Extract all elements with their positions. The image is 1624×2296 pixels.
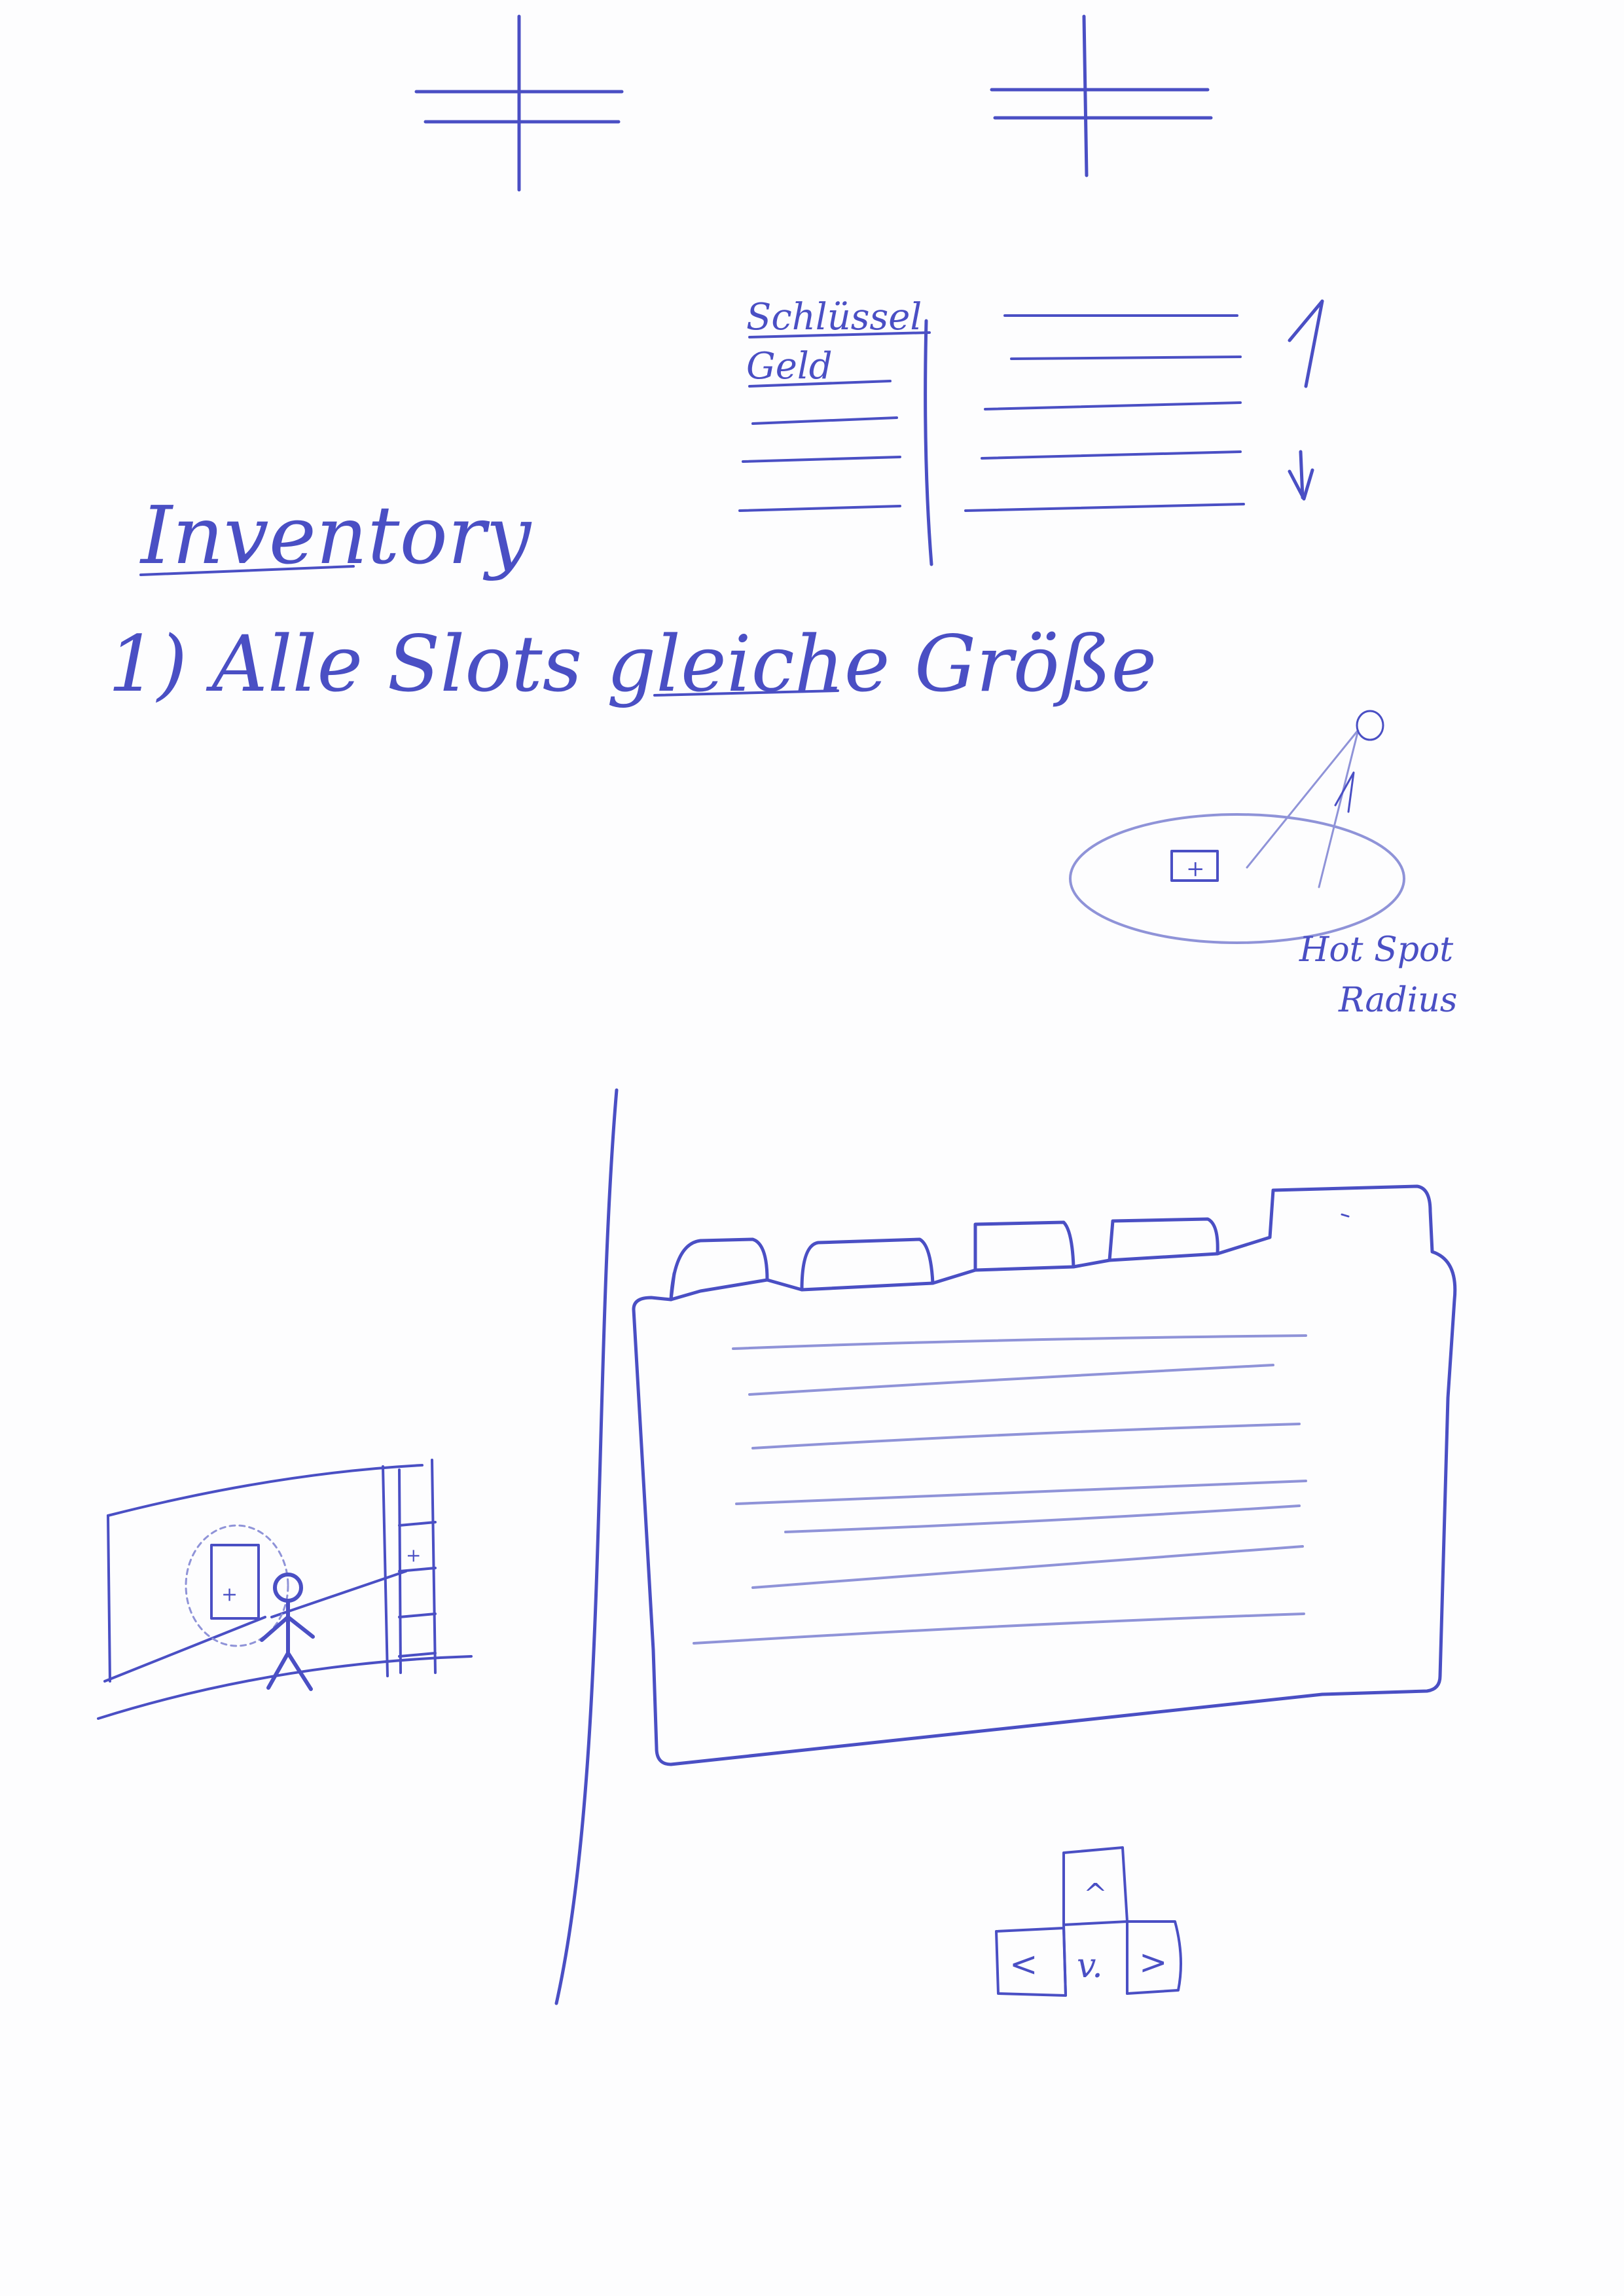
slot-size-note: 1) Alle Slots gleiche Größe <box>108 619 1157 709</box>
key-right[interactable] <box>1126 1920 1182 1995</box>
inventory-window-sketch <box>632 1184 1457 1766</box>
hotspot-target-box[interactable] <box>1170 850 1219 882</box>
tab-1[interactable] <box>669 1237 769 1302</box>
list-divider <box>924 319 933 566</box>
scroll-down-icon[interactable] <box>1288 450 1314 501</box>
game-scene-sketch: + + <box>97 1459 473 1720</box>
item-entry-schluessel: Schlüssel <box>746 296 922 338</box>
hotspot-label-line2: Radius <box>1338 981 1457 1020</box>
note-underline <box>653 689 839 697</box>
cursor-sketch <box>1356 710 1384 741</box>
page-divider <box>554 1088 619 2005</box>
inventory-panel <box>632 1184 1457 1766</box>
item-entry-geld: Geld <box>746 345 833 388</box>
tab-2[interactable] <box>800 1237 935 1292</box>
door-sketch[interactable] <box>210 1544 260 1620</box>
key-up-label: ^ <box>1083 1878 1108 1911</box>
key-left-label: < <box>1009 1945 1038 1984</box>
key-up[interactable] <box>1062 1846 1128 1926</box>
key-down-label: v. <box>1077 1946 1103 1986</box>
player-character <box>260 1573 315 1691</box>
key-right-label: > <box>1139 1943 1168 1982</box>
heading-underline <box>139 565 355 576</box>
hotspot-label-line1: Hot Spot <box>1299 930 1453 970</box>
tab-3[interactable] <box>973 1220 1075 1272</box>
tab-4[interactable] <box>1108 1217 1219 1262</box>
hotspot-sketch: + Hot Spot Radius <box>1069 710 1457 1020</box>
arrow-keys-sketch: ^ < v. > <box>995 1846 1182 1997</box>
item-list-sketch: Schlüssel Geld <box>738 296 1324 566</box>
grid-mark-right <box>990 14 1213 177</box>
panel-close-mark[interactable] <box>1341 1213 1350 1218</box>
door-hotspot-radius <box>185 1524 289 1647</box>
scroll-up-icon[interactable] <box>1288 299 1324 388</box>
ladder-marker: + <box>406 1544 421 1566</box>
door-marker: + <box>221 1583 238 1606</box>
hotspot-marker: + <box>1186 856 1205 882</box>
grid-mark-left <box>414 14 624 192</box>
